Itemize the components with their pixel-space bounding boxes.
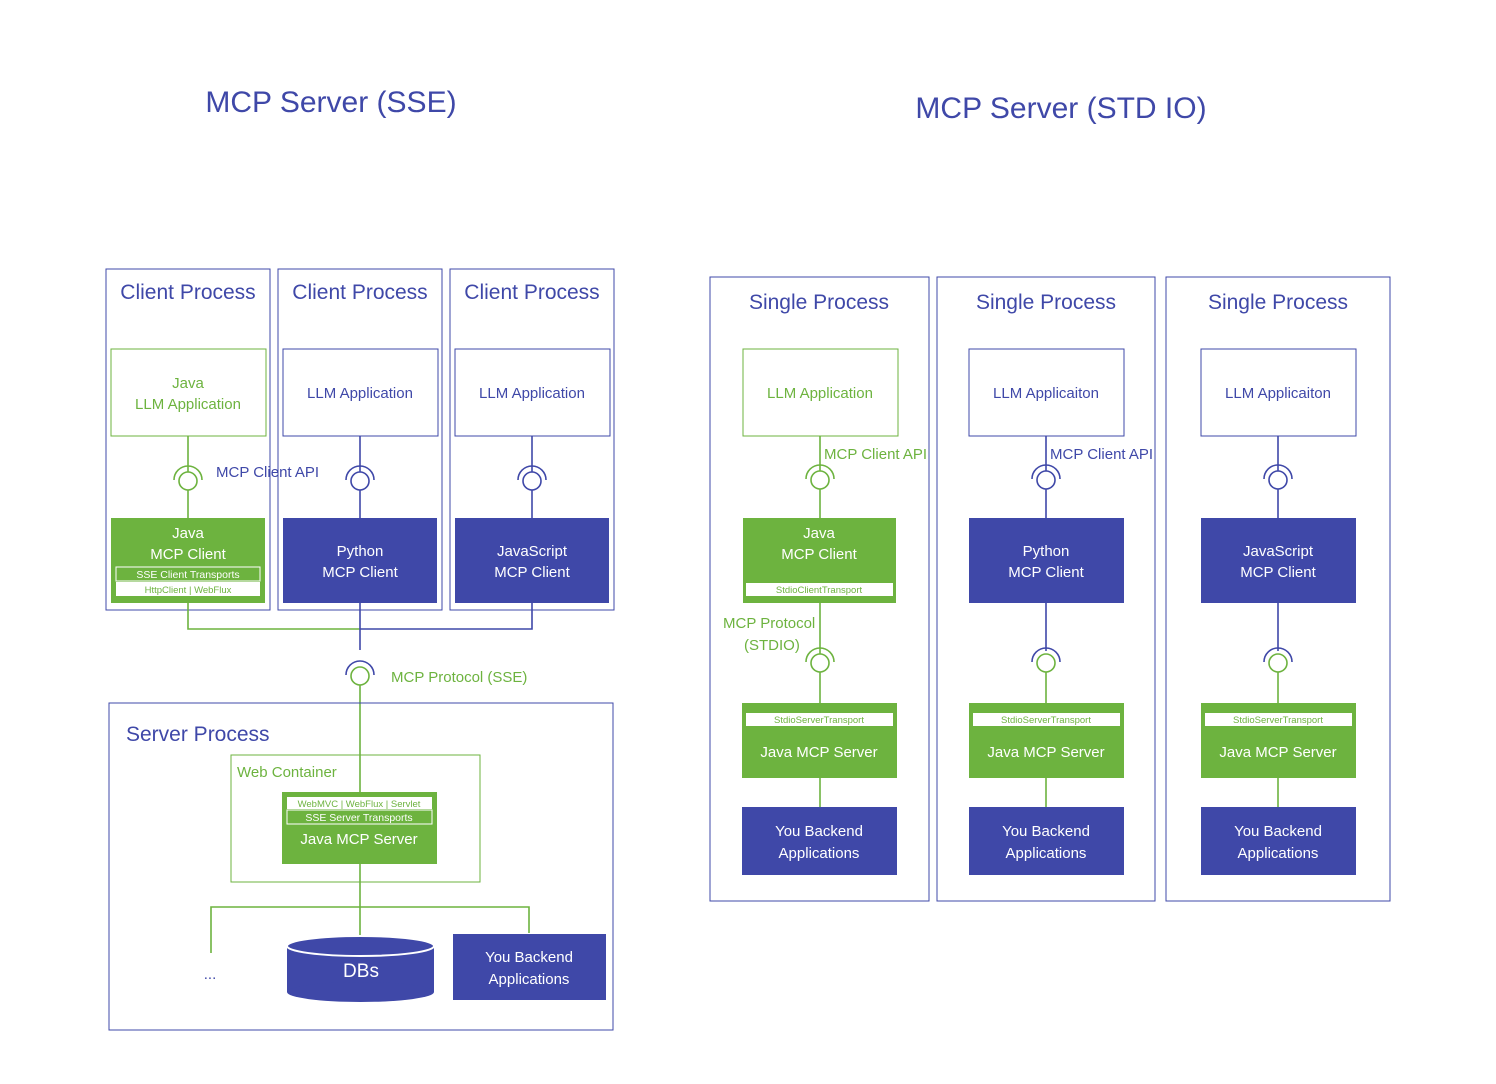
stdio-server-transport: StdioServerTransport <box>774 715 864 726</box>
stdio-js-llm-application: LLM Applicaiton <box>1200 348 1357 437</box>
single-process-label: Single Process <box>976 291 1116 314</box>
stdio-js-mcp-server: StdioServerTransport Java MCP Server <box>1201 703 1356 778</box>
stdio-single-process-java: Single Process <box>709 276 930 902</box>
stdio-java-protocol-connector <box>805 603 835 703</box>
server-name: Java MCP Server <box>1219 744 1336 761</box>
client-process-label: Client Process <box>120 281 255 304</box>
client-line-1: Python <box>1023 543 1070 560</box>
sse-java-client-api-connector <box>173 436 203 518</box>
sse-backend-wiring <box>210 864 530 953</box>
sse-client-http: HttpClient | WebFlux <box>145 585 232 596</box>
sse-dbs-cylinder: DBs <box>286 935 435 1002</box>
sse-web-container: Web Container <box>230 754 481 883</box>
client-line-1: Java <box>172 525 204 542</box>
app-label: LLM Application <box>479 385 585 402</box>
sse-server-transports: SSE Server Transports <box>305 812 412 824</box>
sse-java-mcp-server: WebMVC | WebFlux | Servlet SSE Server Tr… <box>282 792 437 864</box>
stdio-java-backend-applications: You Backend Applications <box>742 807 897 875</box>
app-line-1: Java <box>172 375 204 392</box>
stdio-server-transport: StdioServerTransport <box>1001 715 1091 726</box>
stdio-python-client-api-label: MCP Client API <box>1050 446 1153 463</box>
sse-client-wiring <box>187 603 533 650</box>
sse-js-llm-application: LLM Application <box>454 348 611 437</box>
backend-line-1: You Backend <box>1234 823 1322 840</box>
client-line-1: Java <box>803 525 835 542</box>
stdio-title: MCP Server (STD IO) <box>915 92 1206 125</box>
app-label: LLM Application <box>767 385 873 402</box>
backend-line-1: You Backend <box>485 949 573 966</box>
stdio-python-protocol-connector <box>1031 603 1061 703</box>
backend-line-2: Applications <box>1238 845 1319 862</box>
stdio-server-transport: StdioServerTransport <box>1233 715 1323 726</box>
stdio-python-mcp-client: Python MCP Client <box>969 518 1124 603</box>
stdio-protocol-label-2: (STDIO) <box>744 637 800 654</box>
stdio-java-mcp-client: Java MCP Client StdioClientTransport <box>743 518 896 603</box>
stdio-python-llm-application: LLM Applicaiton <box>968 348 1125 437</box>
stdio-single-process-python: Single Process <box>936 276 1156 902</box>
client-line-2: MCP Client <box>1240 564 1316 581</box>
sse-protocol-label: MCP Protocol (SSE) <box>391 669 527 686</box>
client-line-2: MCP Client <box>150 546 226 563</box>
sse-server-process: Server Process <box>108 702 614 1031</box>
client-line-1: JavaScript <box>1243 543 1314 560</box>
sse-js-mcp-client: JavaScript MCP Client <box>455 518 609 603</box>
stdio-java-mcp-server: StdioServerTransport Java MCP Server <box>742 703 897 778</box>
server-process-label: Server Process <box>126 723 270 746</box>
sse-title: MCP Server (SSE) <box>205 86 456 119</box>
sse-java-mcp-client: Java MCP Client SSE Client Transports Ht… <box>111 518 265 603</box>
sse-client-api-label: MCP Client API <box>216 464 319 481</box>
sse-java-llm-application: Java LLM Application <box>110 348 267 437</box>
stdio-java-llm-application: LLM Application <box>742 348 899 437</box>
client-process-label: Client Process <box>464 281 599 304</box>
client-process-label: Client Process <box>292 281 427 304</box>
single-process-label: Single Process <box>1208 291 1348 314</box>
stdio-java-client-api-connector <box>805 436 835 518</box>
stdio-single-process-javascript: Single Process <box>1165 276 1391 902</box>
client-line-2: MCP Client <box>494 564 570 581</box>
server-frameworks: WebMVC | WebFlux | Servlet <box>298 799 421 810</box>
app-label: LLM Applicaiton <box>1225 385 1331 402</box>
backend-line-1: You Backend <box>775 823 863 840</box>
client-line-2: MCP Client <box>1008 564 1084 581</box>
client-line-2: MCP Client <box>781 546 857 563</box>
client-line-2: MCP Client <box>322 564 398 581</box>
backend-line-1: You Backend <box>1002 823 1090 840</box>
server-name: Java MCP Server <box>300 831 417 848</box>
sse-backend-applications: You Backend Applications <box>453 934 606 1000</box>
sse-ellipsis: ... <box>204 966 217 983</box>
stdio-js-client-api-connector <box>1263 436 1293 518</box>
stdio-python-client-api-connector <box>1031 436 1061 518</box>
sse-js-client-api-connector <box>517 436 547 518</box>
stdio-js-mcp-client: JavaScript MCP Client <box>1201 518 1356 603</box>
stdio-js-protocol-connector <box>1263 603 1293 703</box>
sse-python-mcp-client: Python MCP Client <box>283 518 437 603</box>
single-process-label: Single Process <box>749 291 889 314</box>
stdio-java-client-api-label: MCP Client API <box>824 446 927 463</box>
sse-python-llm-application: LLM Application <box>282 348 439 437</box>
app-label: LLM Applicaiton <box>993 385 1099 402</box>
app-line-2: LLM Application <box>135 396 241 413</box>
sse-client-transports: SSE Client Transports <box>136 569 239 581</box>
stdio-client-transport: StdioClientTransport <box>776 585 863 596</box>
dbs-label: DBs <box>343 961 379 982</box>
client-line-1: Python <box>337 543 384 560</box>
web-container-label: Web Container <box>237 764 337 781</box>
server-name: Java MCP Server <box>987 744 1104 761</box>
stdio-python-backend-applications: You Backend Applications <box>969 807 1124 875</box>
sse-python-client-api-connector <box>345 436 375 518</box>
stdio-python-mcp-server: StdioServerTransport Java MCP Server <box>969 703 1124 778</box>
client-line-1: JavaScript <box>497 543 568 560</box>
app-label: LLM Application <box>307 385 413 402</box>
stdio-protocol-label-1: MCP Protocol <box>723 615 815 632</box>
backend-line-2: Applications <box>489 971 570 988</box>
backend-line-2: Applications <box>1006 845 1087 862</box>
backend-line-2: Applications <box>779 845 860 862</box>
sse-protocol-connector <box>345 660 375 792</box>
server-name: Java MCP Server <box>760 744 877 761</box>
stdio-js-backend-applications: You Backend Applications <box>1201 807 1356 875</box>
